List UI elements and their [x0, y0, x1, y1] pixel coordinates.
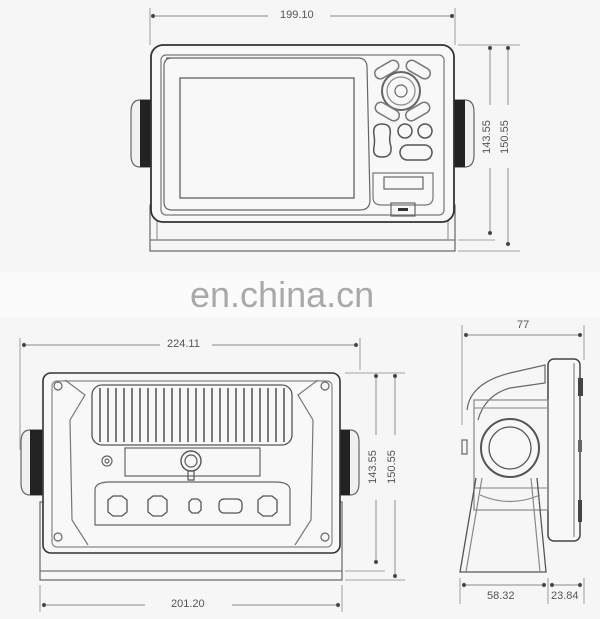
- rear-bottom-width-label: 201.20: [171, 598, 205, 610]
- front-device-drawing: [130, 8, 520, 252]
- rear-top-width-label: 224.11: [167, 338, 200, 350]
- front-height-outer-label: 150.55: [498, 120, 511, 154]
- side-device-drawing: [459, 325, 585, 604]
- watermark: en.china.cn: [190, 274, 375, 315]
- rear-height-outer-label: 150.55: [385, 450, 398, 484]
- front-width-label: 199.10: [280, 9, 314, 21]
- side-base-label: 58.32: [487, 590, 515, 602]
- side-depth-label: 77: [517, 319, 530, 331]
- side-face-label: 23.84: [551, 590, 579, 602]
- rear-height-inner-label: 143.55: [366, 450, 379, 484]
- front-height-inner-label: 143.55: [480, 120, 493, 154]
- rear-device-drawing: [19, 338, 405, 612]
- watermark-band: [0, 272, 600, 317]
